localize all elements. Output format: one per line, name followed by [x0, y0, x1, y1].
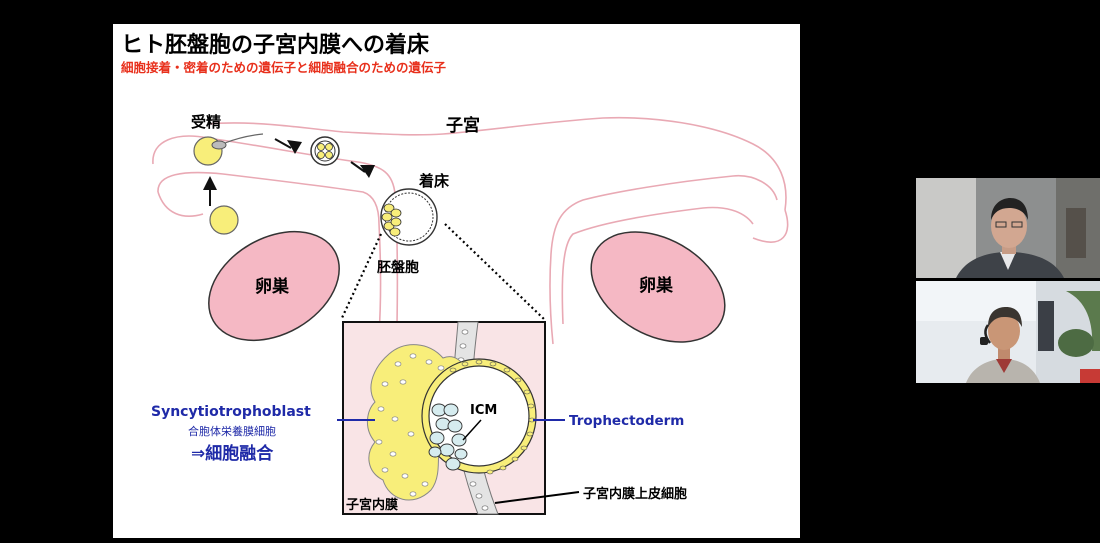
sperm-head: [211, 140, 227, 150]
label-ovary-left: 卵巣: [255, 276, 290, 297]
participant-video-1[interactable]: [916, 178, 1100, 278]
label-cell-fusion: ⇒細胞融合: [191, 443, 274, 464]
label-uterus: 子宮: [446, 115, 480, 136]
participant-video-feed-1: [916, 178, 1100, 278]
zoom-line-left: [340, 233, 382, 321]
slide-diagram: ヒト胚盤胞の子宮内膜への着床 細胞接着・密着のための遺伝子と細胞融合のための遺伝…: [121, 32, 789, 515]
ovary-left: [208, 230, 340, 342]
slide-subtitle: 細胞接着・密着のための遺伝子と細胞融合のための遺伝子: [121, 60, 447, 75]
label-blastocyst: 胚盤胞: [377, 259, 419, 276]
participant-video-2[interactable]: [916, 281, 1100, 383]
label-endometrial-epithelium: 子宮内膜上皮細胞: [583, 486, 687, 502]
pointer-epithelium: [494, 491, 580, 504]
sperm-tail: [224, 133, 264, 144]
presentation-slide: ヒト胚盤胞の子宮内膜への着床 細胞接着・密着のための遺伝子と細胞融合のための遺伝…: [113, 24, 800, 538]
label-endometrium: 子宮内膜: [346, 497, 398, 513]
label-implantation: 着床: [418, 172, 450, 190]
arrow-icon: [203, 138, 375, 206]
uterus-outline: [152, 116, 789, 345]
slide-title: ヒト胚盤胞の子宮内膜への着床: [121, 32, 430, 58]
label-trophectoderm: Trophectoderm: [569, 413, 684, 429]
egg-cell: [209, 205, 239, 235]
label-syncytiotrophoblast: Syncytiotrophoblast: [151, 404, 311, 420]
blastocyst-small: [380, 188, 438, 246]
participant-video-feed-2: [916, 281, 1100, 383]
label-ovary-right: 卵巣: [639, 275, 674, 296]
label-syncytiotrophoblast-jp: 合胞体栄養膜細胞: [188, 424, 276, 438]
four-cell-embryo: [310, 136, 340, 166]
zoom-line-right: [444, 223, 546, 321]
label-fertilization: 受精: [191, 113, 221, 131]
ovary-right: [590, 231, 726, 343]
label-icm: ICM: [470, 403, 497, 418]
implantation-inset: ICM 子宮内膜: [342, 321, 546, 515]
